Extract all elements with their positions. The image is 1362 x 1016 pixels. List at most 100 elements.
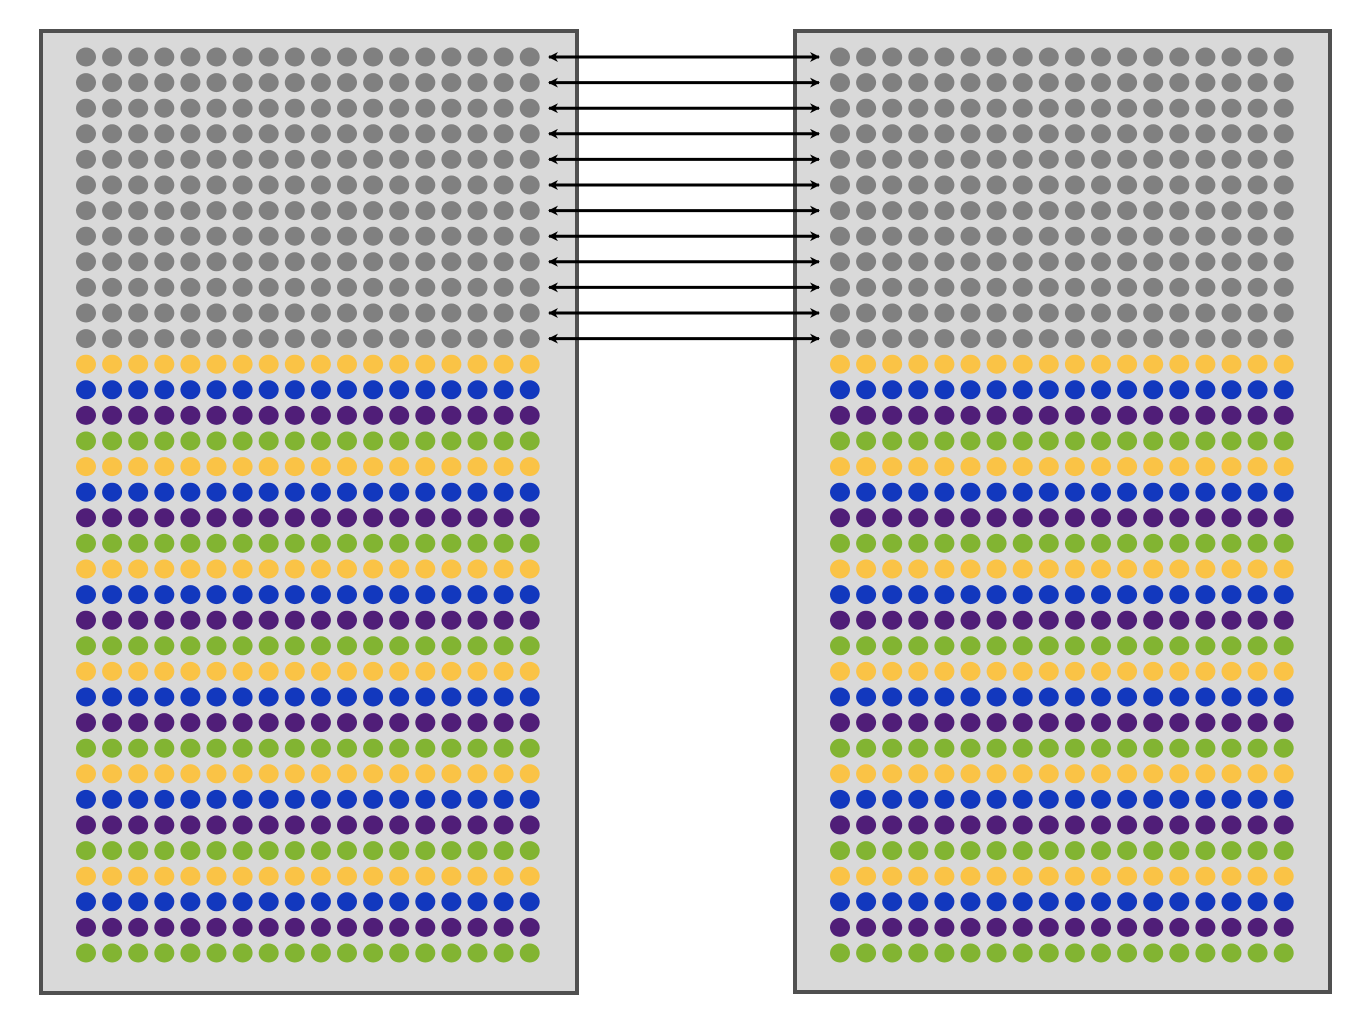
dot [76,841,96,861]
dot [415,713,436,733]
dot [830,815,850,835]
dot [206,303,227,323]
dot [1012,277,1033,297]
dot [232,149,253,169]
dot [232,405,253,425]
dot [1143,149,1164,169]
dot [1247,431,1268,451]
dot [986,98,1007,118]
dot [284,661,305,681]
dot [258,380,279,400]
dot [258,610,279,630]
dot [1247,533,1268,553]
dot [1247,943,1268,963]
dot-row-gray [830,277,1294,297]
dot-row-gray [76,277,540,297]
dot [934,866,955,886]
dot [389,815,410,835]
dot [856,585,877,605]
dot [1038,713,1059,733]
dot [232,354,253,374]
dot [180,457,201,477]
dot [128,380,149,400]
dot-row-gray [830,303,1294,323]
dot [467,917,488,937]
dot [1091,917,1111,937]
dot [258,892,279,912]
dot [519,47,540,67]
dot [389,226,410,246]
dot [1117,943,1138,963]
dot [415,917,436,937]
dot [960,713,981,733]
dot [284,482,305,502]
dot [441,713,462,733]
dot [519,98,540,118]
dot [415,175,436,195]
dot [1091,636,1111,656]
dot [389,329,410,349]
dot [102,329,123,349]
dot [258,841,279,861]
dot [830,789,850,809]
dot [389,201,410,221]
dot [1143,687,1164,707]
dot [415,277,436,297]
dot [76,405,96,425]
dot [1091,354,1111,374]
dot [986,380,1007,400]
dot [1221,636,1242,656]
dot [908,252,929,272]
dot [76,866,96,886]
dot [389,943,410,963]
dot [1038,508,1059,528]
dot [415,687,436,707]
dot [128,354,149,374]
dot [1195,892,1216,912]
dot-row-yellow [830,354,1294,374]
dot [1064,380,1085,400]
dot [1012,149,1033,169]
dot [830,841,850,861]
dot [882,738,903,758]
dot [934,533,955,553]
dot [1169,559,1190,579]
dot [310,866,331,886]
dot [986,149,1007,169]
dot [960,764,981,784]
dot [519,431,540,451]
dot [1038,98,1059,118]
dot [1169,943,1190,963]
dot [154,277,175,297]
dot [284,201,305,221]
dot [1117,687,1138,707]
dot [1247,149,1268,169]
dot [986,917,1007,937]
dot [1117,661,1138,681]
dot [1117,149,1138,169]
dot [363,917,384,937]
dot [180,789,201,809]
dot [180,917,201,937]
dot [310,892,331,912]
dot [180,354,201,374]
dot [441,73,462,93]
dot [1038,431,1059,451]
dot [258,687,279,707]
dot [519,815,540,835]
dot [154,636,175,656]
dot [830,661,850,681]
dot-row-gray [830,98,1294,118]
dot [493,866,514,886]
dot [310,841,331,861]
dot [180,380,201,400]
dot [1064,252,1085,272]
dot [1247,917,1268,937]
dot [102,354,123,374]
dot [1038,585,1059,605]
dot [1221,175,1242,195]
dot [882,943,903,963]
dot [467,789,488,809]
memory-panel-left [39,29,579,995]
dot [934,431,955,451]
